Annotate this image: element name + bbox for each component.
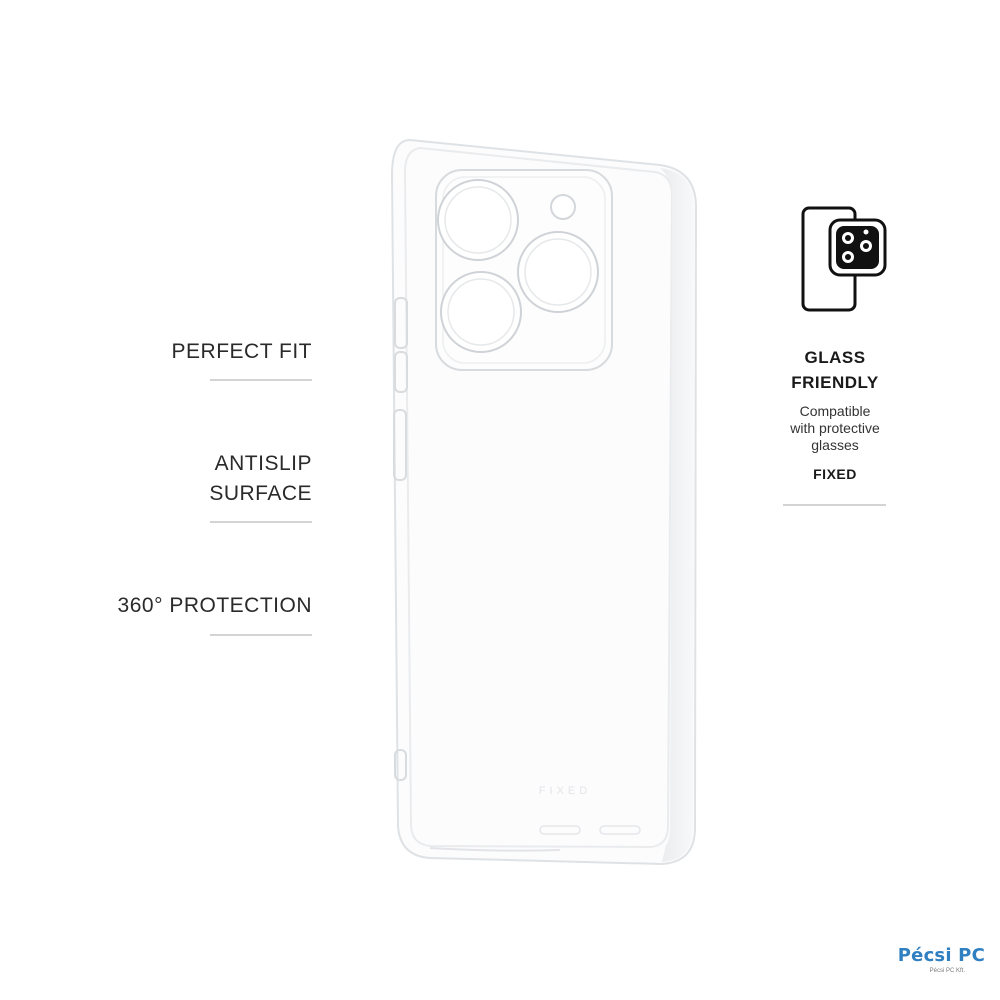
glass-title-2: FRIENDLY — [791, 373, 879, 392]
glass-desc-1: Compatible — [799, 403, 871, 419]
feature-360-protection: 360° PROTECTION — [52, 591, 312, 621]
glass-title-1: GLASS — [804, 348, 866, 367]
feature-perfect-fit: PERFECT FIT — [52, 337, 312, 367]
logo-main-text: Pécsi PC — [897, 945, 985, 966]
logo-sub-text: Pécsi PC Kft. — [929, 968, 965, 974]
divider — [783, 504, 886, 506]
divider — [210, 634, 312, 636]
divider — [210, 521, 312, 523]
feature-antislip-label-2: SURFACE — [209, 482, 312, 505]
feature-antislip: ANTISLIP SURFACE — [52, 449, 312, 509]
divider — [210, 379, 312, 381]
feature-360-label: 360° PROTECTION — [117, 594, 312, 617]
case-engraving: FIXED — [539, 785, 591, 797]
phone-camera-glass-icon — [801, 206, 887, 312]
feature-antislip-label-1: ANTISLIP — [214, 452, 312, 475]
glass-friendly-block: GLASS FRIENDLY Compatible with protectiv… — [760, 345, 910, 482]
feature-perfect-fit-label: PERFECT FIT — [171, 340, 312, 363]
glass-desc-2: with protective — [790, 420, 880, 436]
glass-desc-3: glasses — [811, 437, 859, 453]
glass-brand: FIXED — [813, 466, 857, 482]
pecsi-pc-logo: Pécsi PC Pécsi PC Kft. — [875, 945, 985, 990]
